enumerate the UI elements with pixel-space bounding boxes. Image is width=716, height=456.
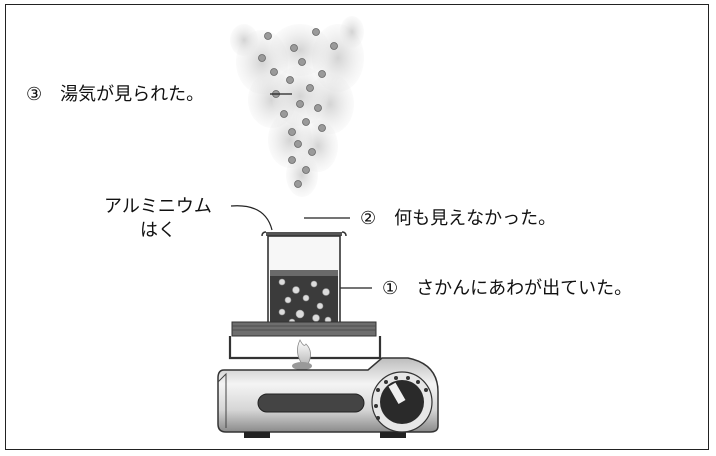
label-foil-line1: アルミニウム bbox=[104, 196, 212, 217]
bubbles bbox=[278, 278, 332, 326]
label-bubbles-number: ① bbox=[382, 278, 399, 299]
label-nothing-text: 何も見えなかった。 bbox=[394, 208, 557, 229]
steam-droplets bbox=[258, 28, 338, 188]
label-bubbles: ① さかんにあわが出ていた。 bbox=[382, 280, 632, 298]
label-nothing-visible: ② 何も見えなかった。 bbox=[360, 210, 556, 228]
label-nothing-number: ② bbox=[360, 208, 377, 229]
burner-flame bbox=[292, 339, 312, 370]
label-bubbles-text: さかんにあわが出ていた。 bbox=[416, 278, 633, 299]
label-foil-line2: はく bbox=[140, 220, 176, 241]
label-steam-text: 湯気が見られた。 bbox=[60, 84, 205, 105]
leader-line-foil bbox=[230, 205, 273, 231]
label-steam: ③ 湯気が見られた。 bbox=[26, 86, 204, 104]
steam-cloud bbox=[230, 16, 364, 197]
control-dial bbox=[371, 371, 433, 433]
label-steam-number: ③ bbox=[26, 84, 43, 105]
beaker bbox=[261, 231, 347, 333]
